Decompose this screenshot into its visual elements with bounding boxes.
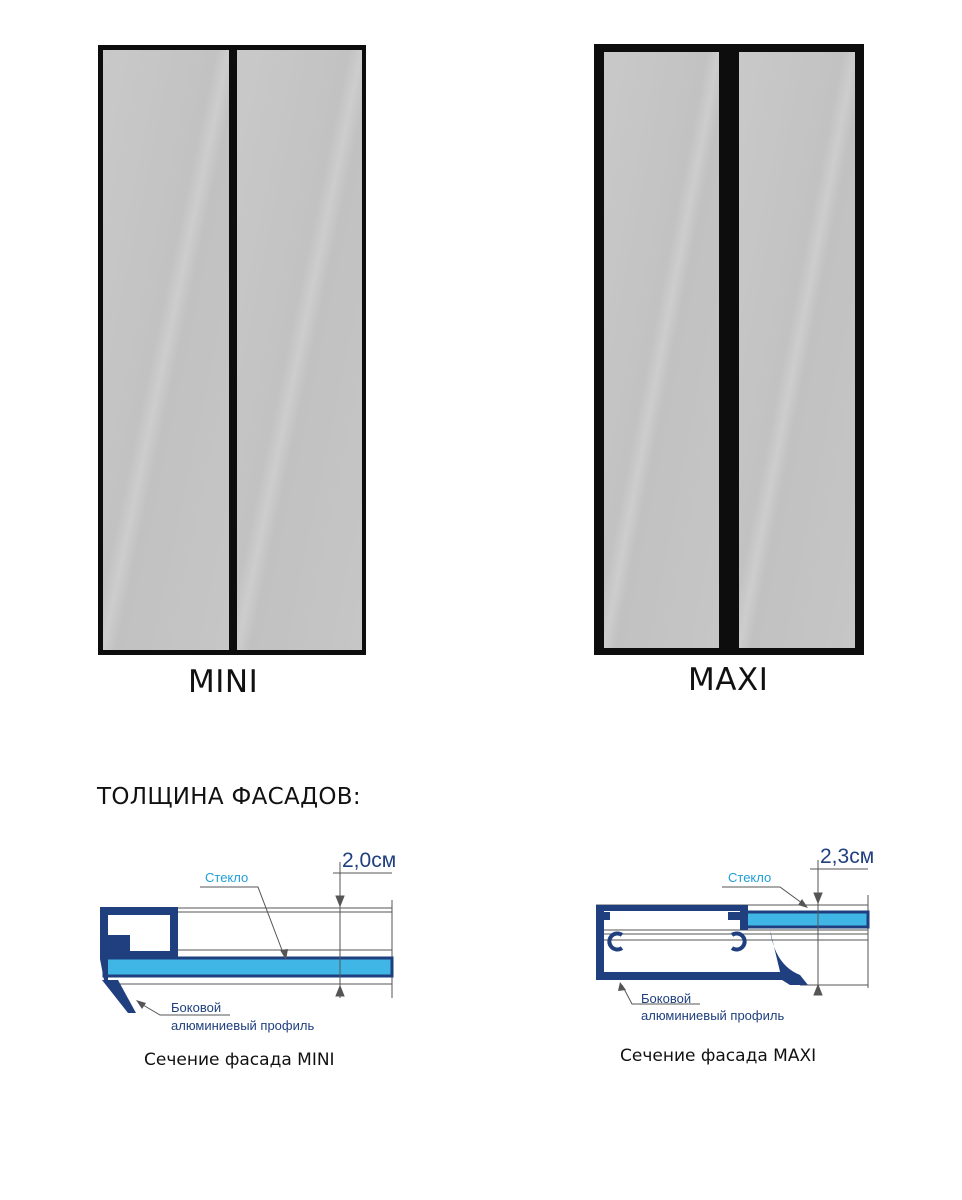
mini-profile-label-1: Боковой	[171, 1000, 221, 1015]
maxi-door-label: MAXI	[688, 662, 769, 698]
mini-door-label: MINI	[188, 664, 259, 700]
mini-door-right-glass	[237, 50, 362, 650]
mini-caption: Сечение фасада MINI	[144, 1050, 335, 1070]
mini-door-left-glass	[103, 50, 229, 650]
mini-glass-label: Стекло	[205, 870, 248, 885]
maxi-profile	[596, 905, 808, 985]
maxi-profile-label-2: алюминиевый профиль	[641, 1008, 784, 1023]
mini-profile	[100, 907, 178, 1013]
maxi-thickness: 2,3см	[820, 845, 874, 868]
maxi-door-left-glass	[604, 52, 719, 648]
maxi-profile-label-1: Боковой	[641, 991, 691, 1006]
maxi-caption: Сечение фасада MAXI	[620, 1046, 817, 1066]
maxi-door	[594, 44, 864, 655]
mini-door	[98, 45, 366, 655]
maxi-glass-label: Стекло	[728, 870, 771, 885]
maxi-glass-strip	[744, 910, 870, 929]
maxi-door-right-glass	[739, 52, 855, 648]
mini-thickness: 2,0см	[342, 849, 396, 872]
mini-profile-label-2: алюминиевый профиль	[171, 1018, 314, 1033]
section-heading: ТОЛЩИНА ФАСАДОВ:	[97, 784, 361, 810]
